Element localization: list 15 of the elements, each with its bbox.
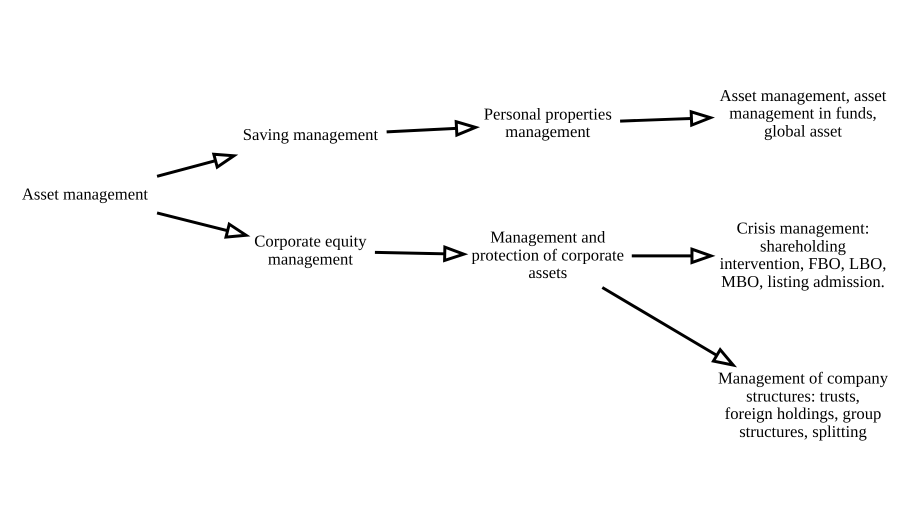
arrow — [620, 110, 715, 128]
arrow — [632, 247, 716, 265]
node-text: Crisis management: shareholding intervention, FBO, LBO, MBO, listing admission. — [720, 218, 886, 292]
arrow — [386, 120, 480, 138]
node-text: Personal properties management — [484, 104, 612, 142]
arrow — [374, 245, 468, 263]
node-text: Corporate equity management — [254, 232, 367, 268]
node-text: Management and protection of corporate assets — [472, 227, 624, 282]
node-text: Asset management — [22, 184, 148, 204]
node-text: Asset management, asset management in funds, global asset — [720, 86, 886, 141]
arrow — [156, 212, 250, 239]
node-text: Saving management — [242, 125, 378, 144]
arrow — [156, 152, 238, 178]
node-text: Management of company structures: trusts, foreign holdings, group structures, splitting — [718, 368, 888, 441]
arrow — [602, 286, 738, 368]
